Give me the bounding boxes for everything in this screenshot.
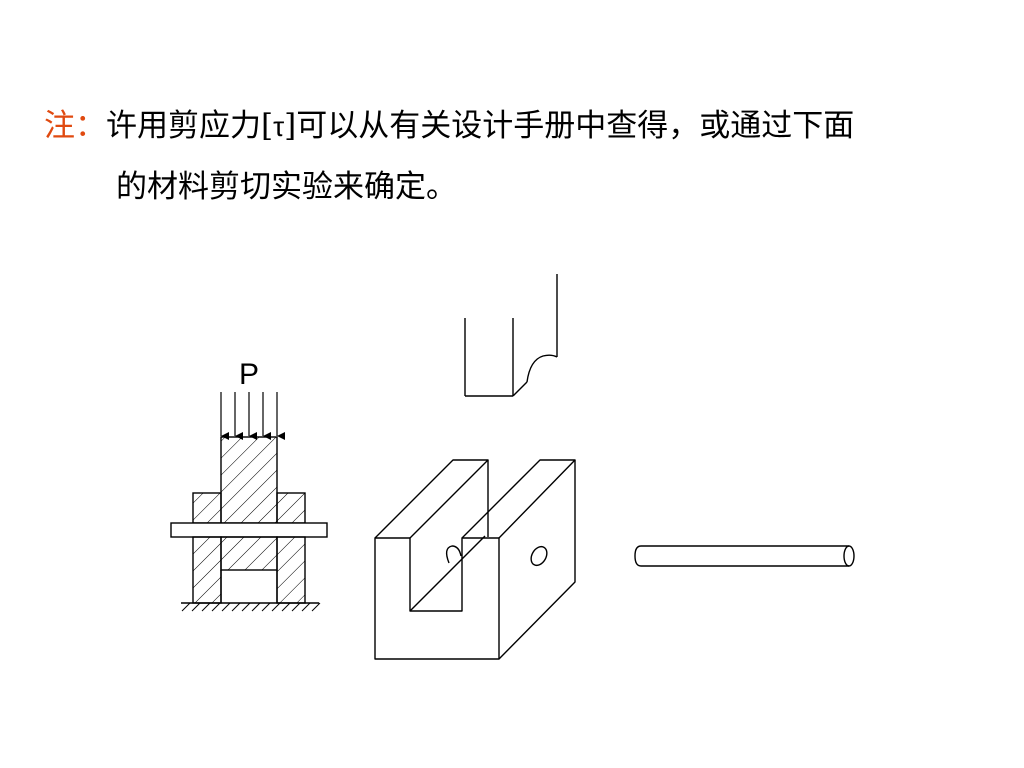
left-upper-block [192,492,222,524]
u-block-fixture [374,459,576,660]
cylindrical-specimen [634,545,855,567]
ground-hatch [181,602,321,612]
right-lower-block [276,536,306,604]
block-front-face [374,537,500,660]
note-line-1: 注：许用剪应力[τ]可以从有关设计手册中查得，或通过下面 [44,96,984,157]
right-upper-block [276,492,306,524]
upper-punch [220,436,278,524]
right-pin-hole [530,545,548,567]
note-text-part1: 许用剪应力[ [106,108,274,144]
specimen-bar [170,522,328,538]
upper-blade [464,274,558,397]
fixture-cross-section: P [170,358,328,612]
left-prong-top [374,459,489,539]
block-right-side [498,460,576,660]
note-label: 注： [44,108,106,144]
note-line-2: 的材料剪切实验来确定。 [116,169,457,205]
note-text: 注：许用剪应力[τ]可以从有关设计手册中查得，或通过下面 的材料剪切实验来确定。 [44,96,984,217]
right-prong-top [461,459,576,539]
left-lower-block [192,536,222,604]
load-label-p: P [239,358,259,391]
lower-punch [220,536,278,571]
note-text-part2: ]可以从有关设计手册中查得，或通过下面 [284,108,855,144]
tau-symbol: τ [273,111,285,142]
left-pin-hole [445,545,462,564]
load-arrows [220,392,285,440]
slot-floor-edge [409,535,486,612]
